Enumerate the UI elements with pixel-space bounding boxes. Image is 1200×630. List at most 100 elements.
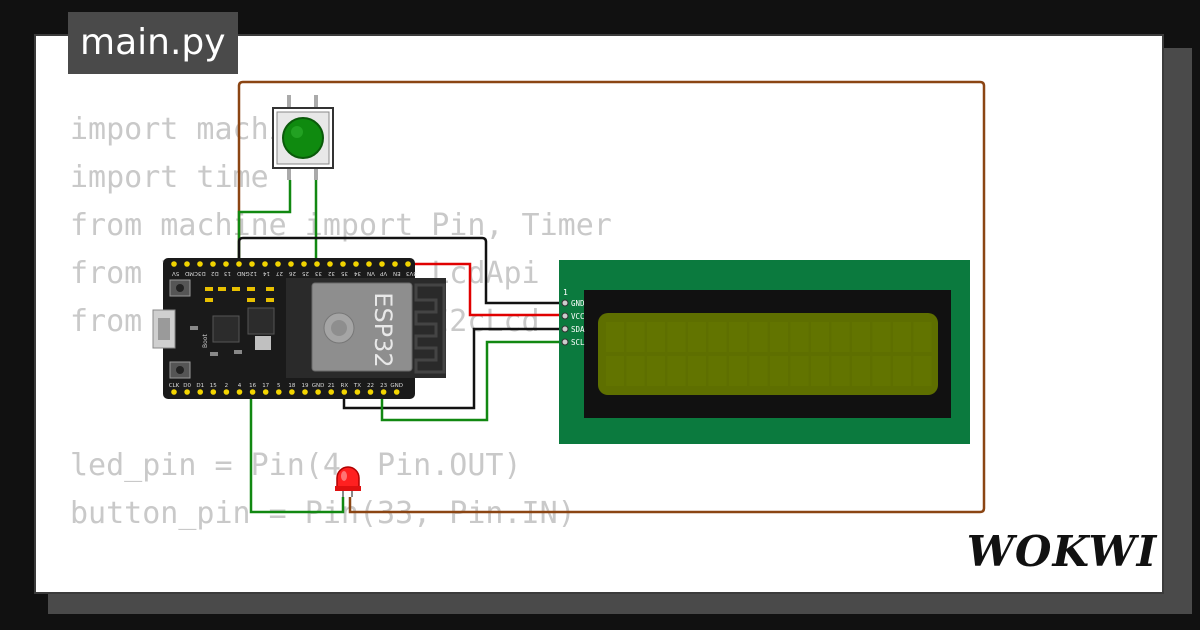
lcd-char-cell bbox=[831, 322, 850, 352]
esp32-bottom-pin-label: 23 bbox=[380, 383, 387, 389]
esp32-top-pin-label: GND bbox=[237, 270, 250, 276]
boot-label: Boot bbox=[202, 334, 209, 348]
wire-black-gnd bbox=[237, 236, 562, 305]
esp32-bottom-pin-label: 19 bbox=[302, 383, 309, 389]
esp32-top-pin bbox=[210, 261, 216, 267]
esp32-top-pin-label: 5V bbox=[172, 270, 179, 276]
lcd-char-cell bbox=[811, 356, 829, 386]
esp32-top-pin-label: 25 bbox=[302, 270, 309, 276]
esp32-top-pin-label: 12 bbox=[250, 270, 257, 276]
wire-green-led bbox=[249, 392, 345, 514]
esp32-top-pin bbox=[301, 261, 307, 267]
esp32-top-pin bbox=[405, 261, 411, 267]
esp32-top-pin bbox=[379, 261, 385, 267]
lcd-pin-label: SDA bbox=[571, 325, 585, 334]
esp32-bottom-pin-label: 16 bbox=[249, 383, 256, 389]
esp32-top-pin-label: 27 bbox=[276, 270, 283, 276]
esp32-bottom-pin-label: 4 bbox=[238, 383, 242, 389]
lcd-pin-label: VCC bbox=[571, 312, 585, 321]
esp32-top-pin-label: VP bbox=[379, 270, 387, 276]
wire-green-button-left bbox=[237, 180, 292, 262]
esp32-bottom-pin bbox=[289, 389, 295, 395]
esp32-bottom-pin bbox=[276, 389, 282, 395]
esp32-bottom-pin-label: 17 bbox=[262, 383, 269, 389]
esp32-bottom-pin bbox=[315, 389, 321, 395]
esp32-chip-label: ESP32 bbox=[369, 292, 397, 367]
esp32-top-pins bbox=[171, 261, 411, 267]
esp32-bottom-pin bbox=[184, 389, 190, 395]
esp32-top-pin bbox=[314, 261, 320, 267]
pushbutton[interactable] bbox=[272, 95, 334, 180]
esp32-bottom-pin bbox=[210, 389, 217, 395]
esp32-top-pin bbox=[340, 261, 346, 267]
esp32-top-pin-label: 32 bbox=[328, 270, 335, 276]
lcd-char-cell bbox=[913, 356, 932, 386]
esp32-bottom-pin-label: 5 bbox=[277, 383, 281, 389]
esp32-top-pin bbox=[171, 261, 177, 267]
lcd-char-cell bbox=[708, 356, 727, 386]
code-line-2: import time bbox=[70, 160, 269, 195]
esp32-top-pin bbox=[392, 261, 398, 267]
button-cap-icon bbox=[282, 117, 324, 159]
esp32-top-pin-label: D2 bbox=[211, 270, 219, 276]
esp32-bottom-pin bbox=[328, 389, 335, 395]
esp32-top-pin-label: VN bbox=[367, 270, 375, 276]
lcd-char-cell bbox=[667, 322, 686, 352]
lcd-char-cell bbox=[770, 322, 788, 352]
esp32-bottom-pin-label: 22 bbox=[367, 383, 374, 389]
esp32-top-pin-label: 34 bbox=[354, 270, 361, 276]
esp32-bottom-pin bbox=[236, 389, 243, 395]
esp32-top-pin bbox=[223, 261, 229, 267]
esp32-top-pin-label: D3 bbox=[197, 270, 205, 276]
esp32-bottom-pin-label: GND bbox=[390, 383, 403, 389]
esp32-bottom-pin bbox=[223, 389, 230, 395]
esp32-bottom-pin-label: CLK bbox=[169, 383, 180, 389]
esp32-top-pin bbox=[236, 261, 242, 267]
lcd-char-cell bbox=[790, 322, 809, 352]
esp32-bottom-pin bbox=[393, 389, 400, 395]
lcd-char-cell bbox=[790, 356, 809, 386]
esp32-top-pin bbox=[262, 261, 268, 267]
esp32-bottom-pin-label: 15 bbox=[210, 383, 217, 389]
lcd-char-cell bbox=[893, 356, 911, 386]
lcd-char-cell bbox=[770, 356, 788, 386]
esp32-top-pin-label: EN bbox=[393, 270, 401, 276]
esp32-bottom-pin-label: D1 bbox=[196, 383, 204, 389]
esp32-top-pin-label: 13 bbox=[224, 270, 231, 276]
esp32-bottom-pin bbox=[380, 389, 387, 395]
lcd-char-cell bbox=[647, 322, 665, 352]
esp32-bottom-pin-label: 18 bbox=[288, 383, 295, 389]
esp32-bottom-pin bbox=[354, 389, 361, 395]
lcd-char-cell bbox=[811, 322, 829, 352]
lcd-char-cell bbox=[606, 356, 624, 386]
esp32-bottom-pin bbox=[302, 389, 308, 395]
lcd-char-cell bbox=[626, 356, 645, 386]
lcd-pin-label: GND bbox=[571, 299, 585, 308]
lcd-char-cell bbox=[852, 322, 870, 352]
lcd-char-cell bbox=[831, 356, 850, 386]
lcd-pin1-marker: 1 bbox=[563, 288, 568, 297]
red-led[interactable] bbox=[335, 466, 361, 497]
esp32-bottom-pins bbox=[171, 389, 400, 395]
lcd-char-cell bbox=[708, 322, 727, 352]
esp32-bottom-pin-label: 21 bbox=[328, 383, 335, 389]
esp32-bottom-pin bbox=[367, 389, 374, 395]
lcd-char-cell bbox=[667, 356, 686, 386]
lcd-char-cell bbox=[872, 322, 891, 352]
esp32-bottom-pin-label: D0 bbox=[183, 383, 191, 389]
esp32-bottom-pin-label: TX bbox=[353, 383, 361, 389]
wire-brown bbox=[237, 80, 986, 514]
lcd-char-cell bbox=[749, 322, 768, 352]
esp32-top-pin bbox=[366, 261, 372, 267]
lcd-pin bbox=[561, 325, 569, 333]
esp32-top-pin-label: CMD bbox=[185, 270, 198, 276]
esp32-top-pin-label: 33 bbox=[315, 270, 322, 276]
code-line-8: led_pin = Pin(4, Pin.OUT) bbox=[70, 448, 522, 483]
wire-green-scl bbox=[380, 340, 562, 422]
lcd-pin bbox=[561, 338, 569, 346]
lcd-char-cell bbox=[872, 356, 891, 386]
wire-red-vcc bbox=[407, 262, 562, 317]
